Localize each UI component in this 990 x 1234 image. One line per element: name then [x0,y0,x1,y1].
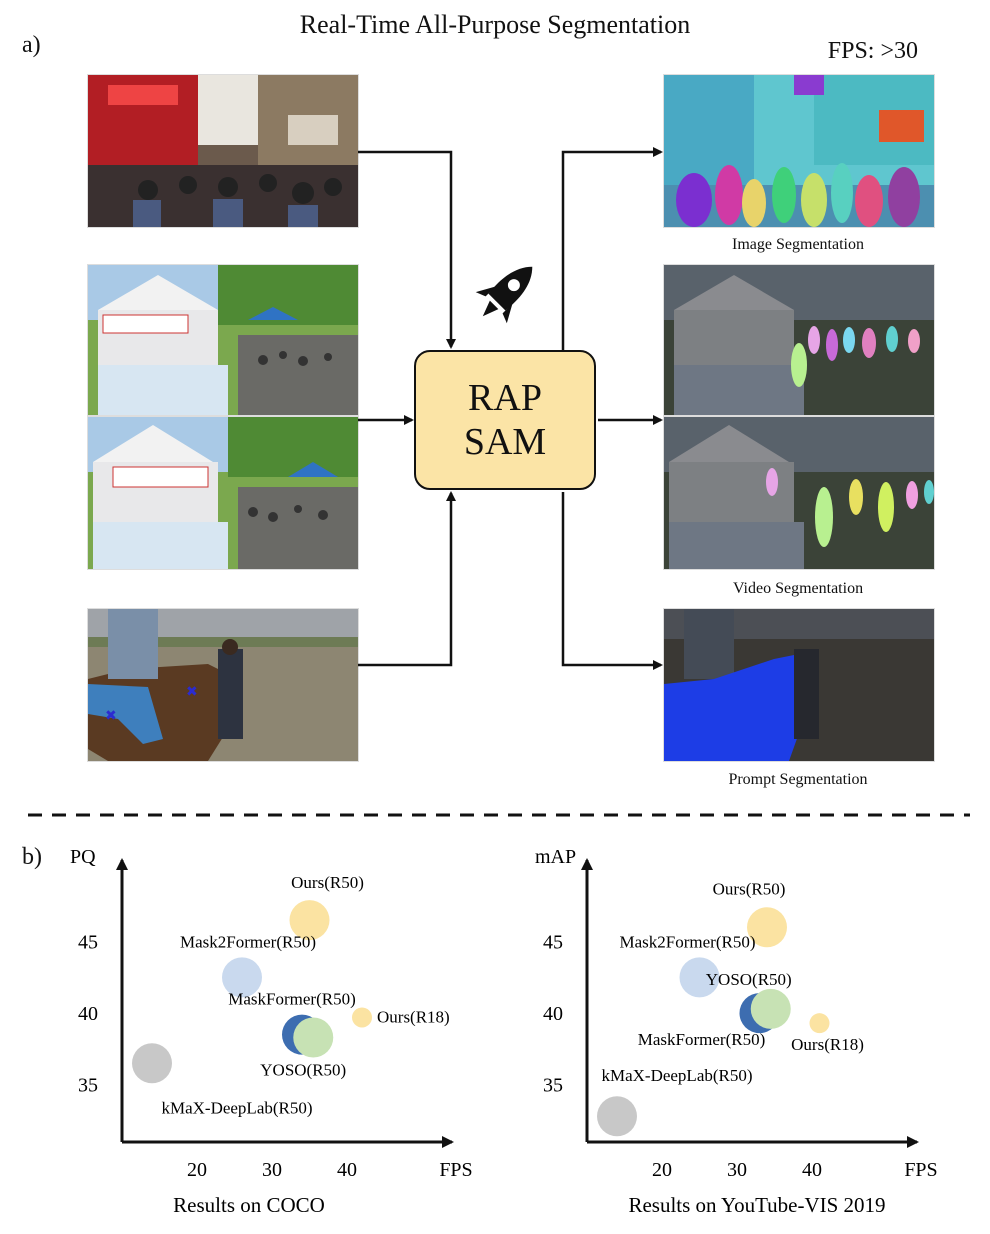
video-segmentation-output-2 [663,416,935,570]
data-point-label: MaskFormer(R50) [228,990,355,1009]
y-axis-label: PQ [70,846,96,868]
street-market-image [87,74,359,228]
data-point-label: Mask2Former(R50) [620,932,756,951]
prompt-segmentation-output [663,608,935,762]
y-tick-label: 40 [543,1003,563,1025]
image-segmentation-output [663,74,935,228]
y-tick-label: 40 [78,1003,98,1025]
arrow-image-input [358,150,456,349]
arrow-prompt-input [358,491,456,667]
data-point [679,957,720,998]
data-point [289,900,330,941]
video-segmentation-caption: Video Segmentation [732,580,864,597]
figure-title: Real-Time All-Purpose Segmentation [299,10,691,39]
rap-sam-model-box: RAP SAM [414,350,596,490]
data-point [597,1096,637,1137]
prompt-point-icon: ✖ [186,685,198,700]
x-axis-label: FPS [439,1159,472,1181]
y-tick-label: 35 [543,1075,563,1097]
outdoor-market-frame-2 [87,416,359,570]
data-point [222,957,262,998]
data-point [132,1043,172,1084]
chart-title: Results on COCO [173,1193,325,1217]
rocket-icon [475,266,533,324]
data-point [747,907,787,948]
image-segmentation-caption: Image Segmentation [732,236,864,253]
outdoor-market-frame-1 [87,264,359,416]
data-point [352,1007,372,1028]
data-point-label: Ours(R50) [291,873,364,892]
prompt-segmentation-caption: Prompt Segmentation [728,771,868,788]
data-point-label: YOSO(R50) [260,1060,346,1079]
section-divider [28,813,970,817]
arrow-image-output [561,147,663,350]
data-point-label: MaskFormer(R50) [638,1030,765,1049]
x-axis-label: FPS [904,1159,937,1181]
y-tick-label: 35 [78,1075,98,1097]
data-point [750,988,791,1029]
data-point [293,1017,334,1058]
data-point-label: Mask2Former(R50) [180,932,316,951]
model-name-line1: RAP [468,377,542,419]
prompt-point-icon: ✖ [105,709,117,724]
y-axis-label: mAP [535,846,576,868]
x-tick-label: 40 [802,1159,822,1181]
x-tick-label: 30 [727,1159,747,1181]
flow-arrows [358,147,663,670]
horse-rider-image: ✖ ✖ [87,608,359,762]
data-point-label: Ours(R18) [377,1007,450,1026]
data-point [809,1013,830,1034]
data-point-label: YOSO(R50) [706,970,792,989]
x-tick-label: 20 [652,1159,672,1181]
data-point-label: kMaX-DeepLab(R50) [601,1066,752,1085]
coco-results-chart: PQ FPS 35 40 45 20 30 40 Ours(R50) Mask2Former(R5… [70,846,473,1217]
fps-note: FPS: >30 [827,38,918,64]
y-tick-label: 45 [543,932,563,954]
data-point-label: kMaX-DeepLab(R50) [161,1098,312,1117]
data-point-label: Ours(R18) [791,1035,864,1054]
x-tick-label: 30 [262,1159,282,1181]
panel-b-label: b) [22,844,42,870]
data-point-label: Ours(R50) [713,879,786,898]
panel-a-label: a) [22,32,41,58]
youtube-vis-results-chart: mAP FPS 35 40 45 20 30 40 Ours(R50) Mask2Former(R… [535,846,938,1217]
chart-title: Results on YouTube-VIS 2019 [628,1193,885,1217]
model-name-line2: SAM [463,421,547,463]
y-tick-label: 45 [78,932,98,954]
video-segmentation-output-1 [663,264,935,416]
x-tick-label: 40 [337,1159,357,1181]
x-tick-label: 20 [187,1159,207,1181]
arrow-prompt-output [561,492,663,670]
